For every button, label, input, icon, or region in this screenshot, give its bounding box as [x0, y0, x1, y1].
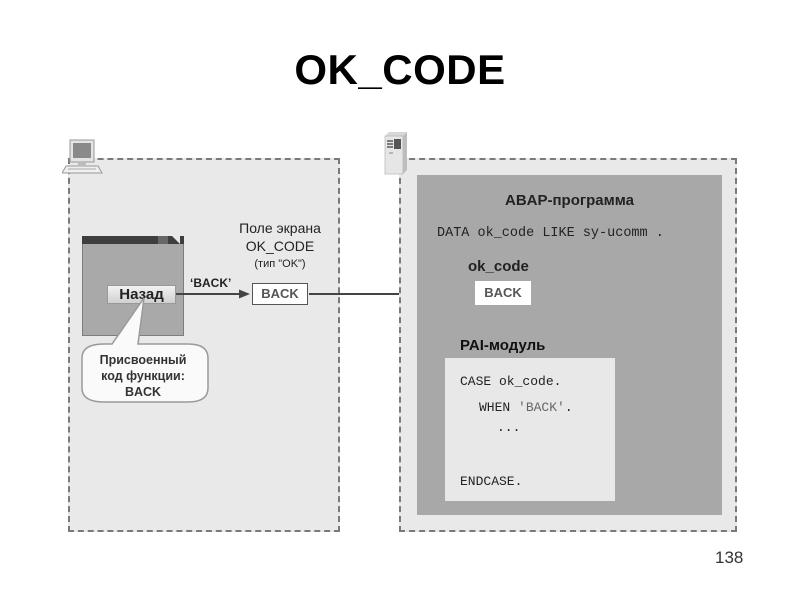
- callout-line-3: BACK: [124, 385, 162, 399]
- when-value: 'BACK': [518, 400, 565, 415]
- screen-field-name: OK_CODE: [245, 238, 315, 254]
- function-code-transfer-label: ‘BACK’: [190, 276, 232, 290]
- screen-field-type: (тип "OK"): [254, 258, 306, 270]
- page-number: 138: [715, 548, 744, 567]
- when-keyword: WHEN: [479, 400, 519, 415]
- computer-icon: [62, 139, 103, 174]
- abap-program-title: ABAP-программа: [505, 192, 634, 209]
- code-line-endcase: ENDCASE.: [460, 474, 523, 489]
- ok-code-variable-value: BACK: [475, 281, 531, 305]
- ok-code-variable-label: ok_code: [468, 258, 529, 275]
- server-icon: [384, 132, 407, 175]
- screen-title-bar-button: [158, 236, 168, 244]
- callout-text: Присвоенный код функции: BACK: [88, 352, 198, 400]
- screen-field-label: Поле экрана: [239, 220, 321, 236]
- back-button[interactable]: Назад: [107, 285, 176, 304]
- code-line-ellipsis: ...: [497, 420, 521, 435]
- screen-title-bar: [82, 236, 184, 244]
- ok-code-screen-field[interactable]: BACK: [252, 283, 308, 305]
- code-line-case: CASE ok_code.: [460, 374, 562, 389]
- callout-line-1: Присвоенный: [99, 353, 187, 367]
- callout-bubble: [81, 297, 209, 403]
- slide-title: OK_CODE: [294, 46, 506, 93]
- when-end: .: [564, 400, 573, 415]
- callout-line-2: код функции:: [101, 369, 185, 383]
- pai-code-box: [445, 358, 615, 501]
- data-declaration: DATA ok_code LIKE sy-ucomm .: [437, 226, 664, 241]
- code-line-when: WHEN 'BACK'.: [479, 400, 573, 415]
- pai-module-title: PAI-модуль: [460, 337, 546, 354]
- screen-corner: [172, 236, 180, 244]
